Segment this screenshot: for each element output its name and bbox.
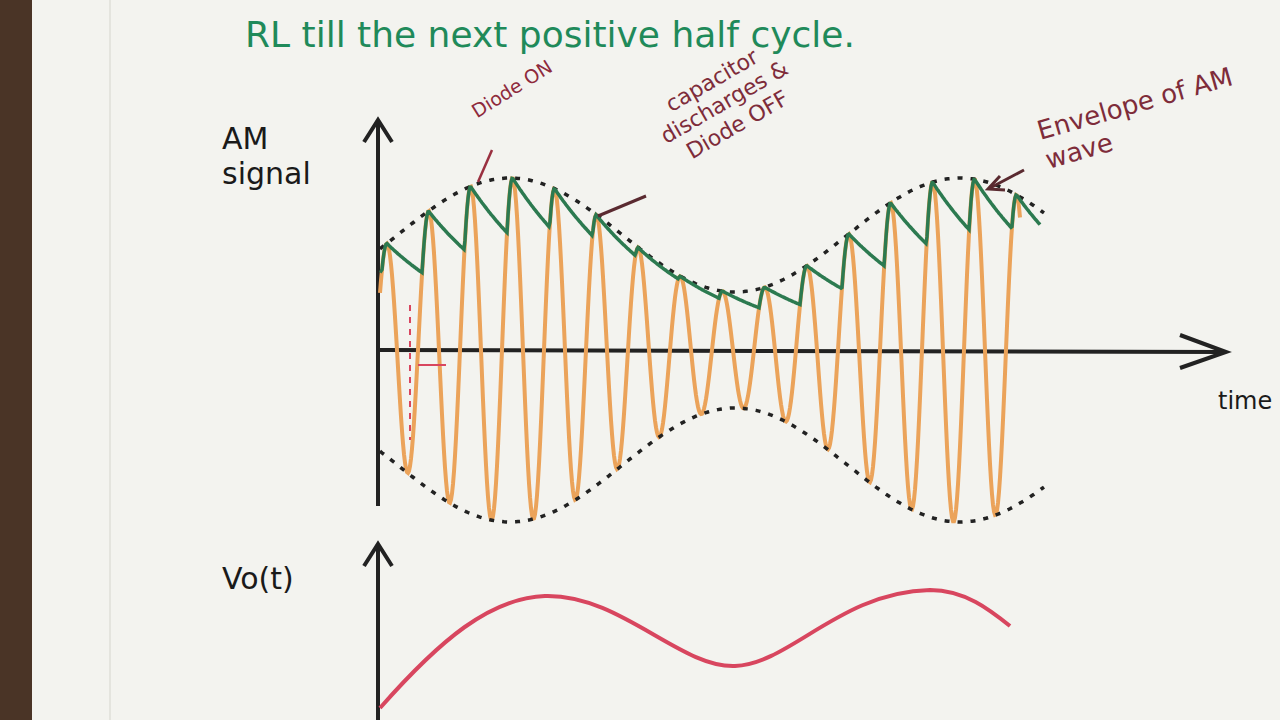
paper-margin [109, 0, 111, 720]
axis-arrow [1180, 335, 1226, 368]
leader-line [990, 170, 1024, 188]
output-signal [380, 590, 1010, 708]
axis-arrow [364, 120, 392, 142]
note-text: RL till the next positive half cycle. [245, 14, 855, 55]
axis-arrow [364, 544, 392, 566]
am-carrier [380, 179, 1020, 522]
axis-label: time [1218, 388, 1272, 416]
detector-output [380, 179, 1040, 308]
period-mark [418, 364, 446, 366]
leader-line [598, 196, 646, 216]
y-axis [376, 546, 380, 720]
y-axis [376, 122, 380, 506]
period-mark [409, 305, 411, 440]
leader-line [478, 150, 492, 182]
envelope-upper [380, 178, 1044, 292]
axis-label: AM signal [222, 122, 352, 191]
arrow-head [988, 176, 1005, 190]
envelope-lower [380, 408, 1044, 522]
time-axis [378, 350, 1225, 352]
desk-edge [0, 0, 32, 720]
axis-label: Vo(t) [222, 562, 294, 597]
